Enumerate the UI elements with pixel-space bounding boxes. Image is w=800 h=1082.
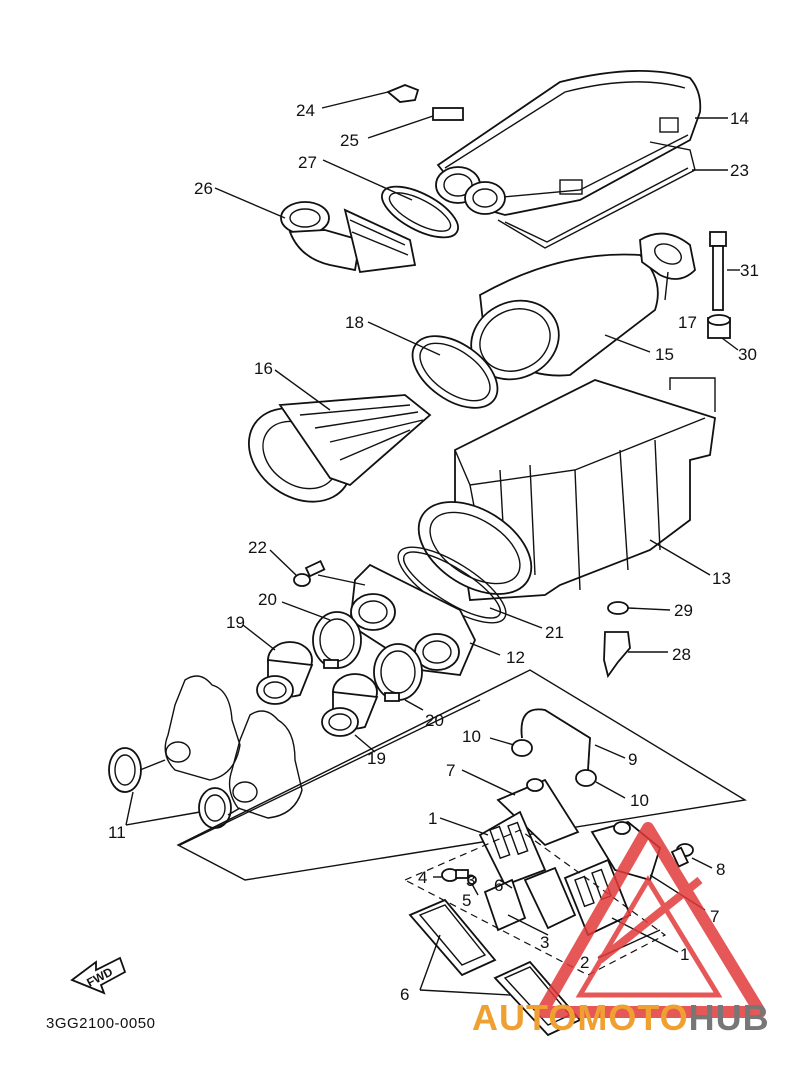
clamp-11 <box>108 747 142 793</box>
callout-29: 29 <box>674 601 693 620</box>
callout-11: 11 <box>108 823 126 842</box>
cap-16 <box>248 394 432 503</box>
callout-27: 27 <box>298 153 317 172</box>
callout-26: 26 <box>194 179 213 198</box>
collar-30 <box>707 314 731 339</box>
element-15 <box>470 253 659 381</box>
callout-23: 23 <box>730 161 749 180</box>
fwd-arrow-icon: FWD <box>70 956 127 995</box>
watermark-text: AUTOMOTOHUB <box>472 997 770 1038</box>
callout-9: 9 <box>628 750 637 769</box>
callout-10b: 10 <box>630 791 649 810</box>
carb-joint-19b <box>321 673 379 737</box>
leader-lines <box>125 91 740 996</box>
callout-28: 28 <box>672 645 691 664</box>
clamp-20 <box>312 611 362 669</box>
reed-petal-3 <box>483 878 527 932</box>
clip-24 <box>386 84 420 103</box>
callout-7: 7 <box>446 761 455 780</box>
diagram-code: 3GG2100-0050 <box>46 1015 155 1032</box>
callout-20: 20 <box>258 590 277 609</box>
clamp-11b <box>198 787 232 829</box>
callout-3: 3 <box>466 871 475 890</box>
clip-10 <box>511 739 533 757</box>
case-intake <box>417 501 533 595</box>
callout-15: 15 <box>655 345 674 364</box>
carb-joint-19 <box>256 641 314 705</box>
callout-1b: 1 <box>680 945 689 964</box>
reed-dashed-box <box>403 829 667 976</box>
cover-gasket-inner <box>504 167 689 243</box>
carburetors <box>164 675 303 819</box>
callout-4: 4 <box>418 868 427 887</box>
callout-1: 1 <box>428 809 437 828</box>
joint-12 <box>349 563 476 676</box>
callout-12: 12 <box>506 648 525 667</box>
callout-numbers: 24 25 27 26 14 23 31 17 30 15 18 16 13 2… <box>108 101 759 1004</box>
callout-13: 13 <box>712 569 731 588</box>
bolt-31 <box>709 231 727 311</box>
watermark-part1: AUTOMOTO <box>472 997 689 1038</box>
joint-26 <box>280 201 417 273</box>
callout-20b: 20 <box>425 711 444 730</box>
bolt-8 <box>670 843 694 868</box>
callout-19: 19 <box>226 613 245 632</box>
reed-case-7 <box>496 778 580 847</box>
drain-28 <box>603 631 631 679</box>
callout-14: 14 <box>730 109 749 128</box>
airbox-cover <box>435 70 702 216</box>
callout-24: 24 <box>296 101 315 120</box>
clip-29 <box>607 601 629 615</box>
gasket-6 <box>408 898 497 977</box>
callout-5: 5 <box>462 891 471 910</box>
stopper-2 <box>523 866 577 930</box>
grommet-17 <box>639 232 696 280</box>
callout-16: 16 <box>254 359 273 378</box>
reed-valve-1 <box>478 810 547 887</box>
watermark-logo-icon <box>536 822 766 1018</box>
callout-31: 31 <box>740 261 759 280</box>
callout-17: 17 <box>678 313 697 332</box>
callout-19b: 19 <box>367 749 386 768</box>
callout-18: 18 <box>345 313 364 332</box>
callout-30: 30 <box>738 345 757 364</box>
callout-3b: 3 <box>540 933 549 952</box>
callout-6-small: 6 <box>494 876 503 895</box>
callout-25: 25 <box>340 131 359 150</box>
screw-22 <box>293 560 326 587</box>
reed-group-box <box>176 669 747 881</box>
clamp-20b <box>373 643 423 702</box>
watermark-part2: HUB <box>689 997 770 1038</box>
grommet-25 <box>432 107 464 121</box>
callout-2: 2 <box>580 953 589 972</box>
callout-8: 8 <box>716 860 725 879</box>
hose-9 <box>520 708 591 771</box>
callout-7b: 7 <box>710 907 719 926</box>
band-27 <box>381 185 459 239</box>
callout-6: 6 <box>400 985 409 1004</box>
callout-10: 10 <box>462 727 481 746</box>
clip-10b <box>575 769 597 787</box>
callout-22: 22 <box>248 538 267 557</box>
callout-21: 21 <box>545 623 564 642</box>
